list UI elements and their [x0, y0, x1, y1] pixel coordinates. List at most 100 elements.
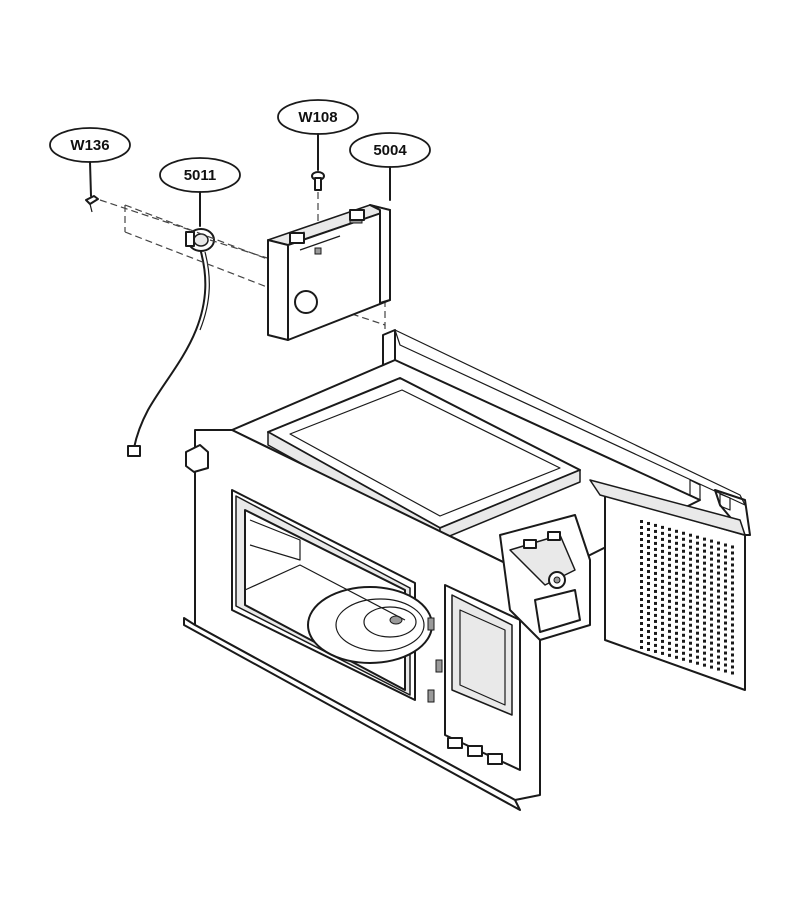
vent-hole [682, 609, 685, 613]
screw-w108-icon [311, 171, 325, 191]
vent-hole [703, 567, 706, 571]
vent-hole [689, 551, 692, 555]
vent-hole [710, 545, 713, 549]
vent-hole [703, 615, 706, 619]
vent-hole [675, 625, 678, 629]
vent-hole [654, 589, 657, 593]
vent-hole [696, 613, 699, 617]
vent-hole [710, 539, 713, 543]
vent-hole [675, 619, 678, 623]
vent-hole [724, 621, 727, 625]
vent-hole [724, 561, 727, 565]
vent-hole [668, 575, 671, 579]
vent-hole [689, 587, 692, 591]
vent-hole [654, 625, 657, 629]
vent-hole [724, 663, 727, 667]
vent-hole [640, 574, 643, 577]
vent-hole [654, 577, 657, 581]
vent-hole [710, 659, 713, 663]
vent-hole [675, 535, 678, 539]
vent-hole [696, 637, 699, 641]
vent-hole [647, 557, 650, 561]
vent-hole [703, 573, 706, 577]
vent-hole [647, 563, 650, 567]
vent-hole [675, 547, 678, 551]
vent-hole [710, 647, 713, 651]
vent-hole [689, 653, 692, 657]
vent-hole [682, 537, 685, 541]
vent-hole [647, 623, 650, 627]
callout-w108[interactable]: W108 [277, 99, 359, 171]
vent-hole [717, 577, 720, 581]
vent-hole [710, 611, 713, 615]
vent-hole [647, 593, 650, 597]
vent-hole [647, 551, 650, 555]
vent-hole [703, 603, 706, 607]
vent-hole [675, 553, 678, 557]
vent-hole [724, 573, 727, 577]
vent-hole [661, 561, 664, 565]
vent-hole [724, 657, 727, 661]
vent-hole [661, 645, 664, 649]
thermal-cutoff-icon [127, 228, 215, 457]
vent-hole [703, 627, 706, 631]
vent-hole [731, 617, 734, 621]
vent-hole [682, 555, 685, 559]
vent-hole [682, 543, 685, 547]
vent-hole [647, 647, 650, 651]
vent-hole [724, 543, 727, 547]
vent-hole [689, 605, 692, 609]
vent-hole [654, 643, 657, 647]
callout-5004[interactable]: 5004 [349, 132, 431, 201]
vent-hole [675, 595, 678, 599]
vent-hole [710, 575, 713, 579]
vent-hole [640, 520, 643, 523]
vent-hole [640, 634, 643, 637]
vent-hole [717, 667, 720, 671]
vent-hole [661, 549, 664, 553]
vent-hole [682, 633, 685, 637]
vent-hole [675, 631, 678, 635]
vent-hole [724, 585, 727, 589]
vent-hole [668, 647, 671, 651]
vent-hole [703, 555, 706, 559]
vent-hole [703, 663, 706, 667]
vent-hole [654, 523, 657, 527]
vent-hole [654, 607, 657, 611]
vent-hole [668, 623, 671, 627]
vent-hole [675, 655, 678, 659]
vent-hole [640, 598, 643, 601]
vent-hole [696, 577, 699, 581]
vent-hole [689, 533, 692, 537]
vent-hole [668, 629, 671, 633]
vent-hole [710, 623, 713, 627]
vent-hole [703, 633, 706, 637]
vent-hole [661, 525, 664, 529]
vent-hole [703, 597, 706, 601]
vent-hole [661, 555, 664, 559]
vent-hole [682, 561, 685, 565]
vent-hole [703, 549, 706, 553]
vent-hole [724, 639, 727, 643]
vent-hole [654, 631, 657, 635]
vent-hole [731, 581, 734, 585]
vent-hole [710, 557, 713, 561]
vent-hole [640, 568, 643, 571]
vent-hole [696, 649, 699, 653]
vent-hole [717, 637, 720, 641]
vent-hole [661, 633, 664, 637]
vent-hole [675, 577, 678, 581]
vent-hole [661, 627, 664, 631]
callout-w136[interactable]: W136 [49, 127, 131, 197]
callout-5011[interactable]: 5011 [159, 157, 241, 227]
vent-hole [710, 599, 713, 603]
vent-hole [654, 529, 657, 533]
vent-hole [689, 641, 692, 645]
vent-hole [731, 671, 734, 675]
vent-hole [689, 611, 692, 615]
vent-hole [724, 651, 727, 655]
bracket-5004-icon [267, 204, 391, 341]
vent-hole [689, 629, 692, 633]
vent-hole [724, 579, 727, 583]
vent-hole [675, 643, 678, 647]
